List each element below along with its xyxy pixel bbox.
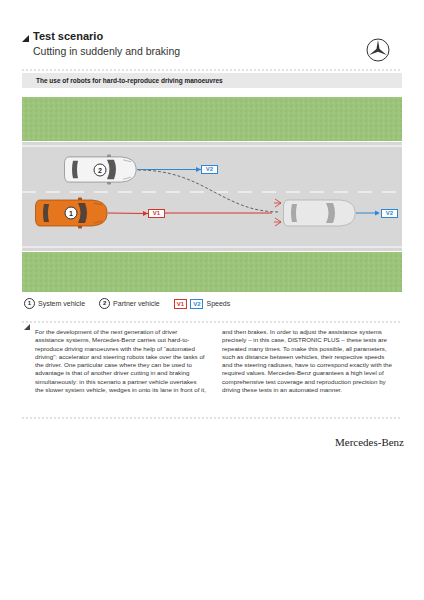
vehicle: 1 xyxy=(34,197,108,229)
brand-logo xyxy=(367,39,389,61)
arrow-head xyxy=(375,211,380,216)
legend: 1System vehicle 2Partner vehicle V1V2Speed… xyxy=(24,298,230,309)
car-rear-window xyxy=(291,204,297,222)
callout-number: 2 xyxy=(99,298,110,309)
title-triangle xyxy=(22,35,29,42)
car-line xyxy=(123,160,131,162)
callout-number: 1 xyxy=(65,207,78,220)
legend-text: System vehicle xyxy=(38,300,85,307)
legend-item: 2Partner vehicle xyxy=(99,298,160,309)
description-text: For the development of the next generati… xyxy=(35,328,393,394)
band-heading: The use of robots for hard-to-reproduce … xyxy=(36,73,402,88)
brake-mark xyxy=(275,203,281,207)
logo-star xyxy=(369,40,386,55)
car-windshield xyxy=(78,203,87,223)
grass-strip xyxy=(22,97,402,141)
car-line xyxy=(94,203,102,205)
cut-in-path xyxy=(138,170,280,212)
legend-item: 1System vehicle xyxy=(24,298,85,309)
speed-label: V1 xyxy=(174,299,187,309)
brake-mark xyxy=(275,199,281,203)
grass-strip xyxy=(22,252,402,292)
car-line xyxy=(123,177,131,179)
speed-line xyxy=(163,213,272,214)
car-body xyxy=(284,200,356,226)
brake-lights xyxy=(274,199,281,226)
speed-line xyxy=(356,213,376,214)
speed-label: V2 xyxy=(190,299,203,309)
speed-tag: V2 xyxy=(381,209,398,218)
lane-edge xyxy=(22,246,402,247)
road xyxy=(22,142,402,251)
callout-number: 1 xyxy=(24,298,35,309)
speed-arrow xyxy=(108,213,148,215)
speed-label: V2 xyxy=(382,210,397,217)
speed-arrow xyxy=(137,169,201,170)
car-body xyxy=(65,157,137,182)
band-rule xyxy=(22,70,402,71)
text-frame xyxy=(22,418,402,419)
car-body xyxy=(36,200,108,226)
callout-number: 2 xyxy=(94,163,107,176)
lane-edge xyxy=(22,145,402,146)
legend-text: Partner vehicle xyxy=(113,300,160,307)
speed-tag: V1 xyxy=(148,209,165,218)
lane-divider xyxy=(22,191,402,192)
car-rear-window xyxy=(72,161,78,178)
car-rear-window xyxy=(43,204,49,222)
header-band: The use of robots for hard-to-reproduce … xyxy=(22,73,402,88)
car-windshield xyxy=(326,203,335,223)
logo-ring xyxy=(367,39,389,61)
brake-mark xyxy=(275,222,281,226)
speed-label: V2 xyxy=(202,166,217,173)
car-line xyxy=(94,221,102,223)
legend-text: Speeds xyxy=(206,300,230,307)
car-windshield xyxy=(107,160,116,179)
brand-name: Mercedes-Benz xyxy=(280,436,404,448)
subtitle: Cutting in suddenly and braking xyxy=(33,45,180,57)
ghost-car xyxy=(284,200,356,226)
brake-mark xyxy=(275,218,281,222)
vehicle: 2 xyxy=(63,154,137,185)
speed-tag: V2 xyxy=(201,165,218,174)
text-triangle xyxy=(24,324,30,330)
text-frame xyxy=(22,322,402,323)
speed-label: V1 xyxy=(149,210,164,217)
title: Test scenario xyxy=(33,30,103,42)
legend-item: V1V2Speeds xyxy=(174,299,230,309)
